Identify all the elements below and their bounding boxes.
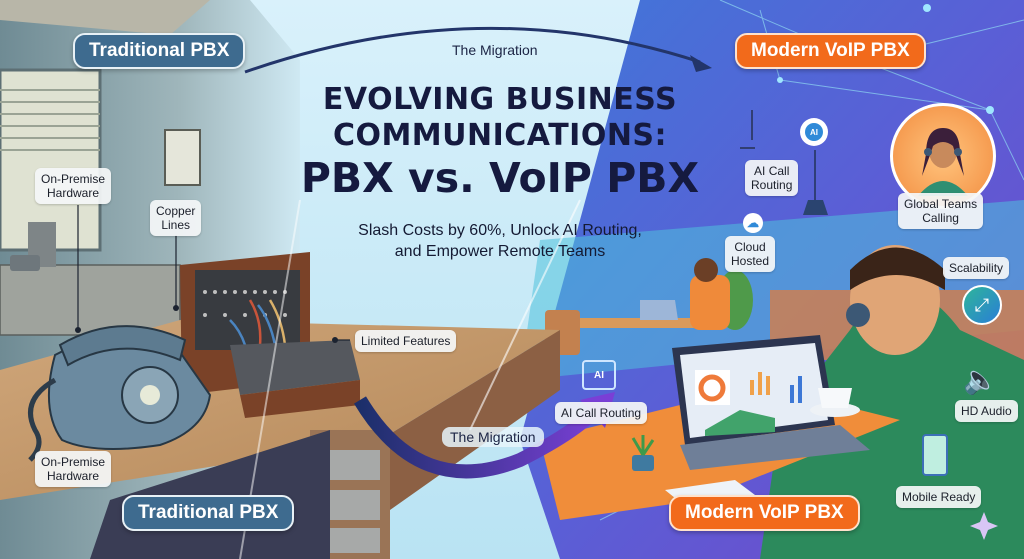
callout-on-premise-hardware-bottom: On-Premise Hardware <box>35 451 112 487</box>
callout-scalability: Scalability <box>943 257 1010 279</box>
cloud-upload-icon: ☁ <box>743 213 763 233</box>
speaker-icon: 🔈 <box>963 364 998 395</box>
scalability-expand-icon: ⤢ <box>962 285 1002 325</box>
migration-label-bottom: The Migration <box>442 427 544 447</box>
mobile-phone-icon <box>922 434 948 476</box>
headline: EVOLVING BUSINESS COMMUNICATIONS: PBX vs… <box>250 82 750 202</box>
ai-chip-icon: AI <box>582 360 616 390</box>
subheadline-line-1: Slash Costs by 60%, Unlock AI Routing, <box>358 222 642 239</box>
headline-line-1: EVOLVING BUSINESS <box>322 82 678 117</box>
callout-hd-audio: HD Audio <box>955 400 1018 422</box>
migration-arrow-bottom <box>353 396 606 479</box>
traditional-pbx-badge-top: Traditional PBX <box>73 33 246 69</box>
callout-copper-lines: Copper Lines <box>150 200 202 236</box>
callout-ai-call-routing-mid: AI Call Routing <box>555 402 648 424</box>
subheadline-line-2: and Empower Remote Teams <box>394 243 606 260</box>
migration-label-top: The Migration <box>452 42 538 58</box>
agent-headset-icon <box>918 128 968 196</box>
sparkle-icon <box>970 512 998 540</box>
callout-ai-call-routing-top: AI Call Routing <box>745 160 799 196</box>
callout-on-premise-hardware-top: On-Premise Hardware <box>35 168 112 204</box>
callout-global-teams-calling: Global Teams Calling <box>898 193 984 229</box>
traditional-pbx-badge-bottom: Traditional PBX <box>122 495 295 531</box>
modern-voip-badge-top: Modern VoIP PBX <box>735 33 926 69</box>
ai-network-icon: AI <box>800 118 828 146</box>
callout-limited-features: Limited Features <box>355 330 457 352</box>
callout-cloud-hosted: Cloud Hosted <box>725 236 776 272</box>
headline-line-3: PBX vs. VoIP PBX <box>300 154 700 202</box>
callout-mobile-ready: Mobile Ready <box>896 486 982 508</box>
subheadline: Slash Costs by 60%, Unlock AI Routing, a… <box>300 220 700 262</box>
modern-voip-badge-bottom: Modern VoIP PBX <box>669 495 860 531</box>
headline-line-2: COMMUNICATIONS: <box>332 118 668 153</box>
migration-arrow-top <box>244 26 701 74</box>
